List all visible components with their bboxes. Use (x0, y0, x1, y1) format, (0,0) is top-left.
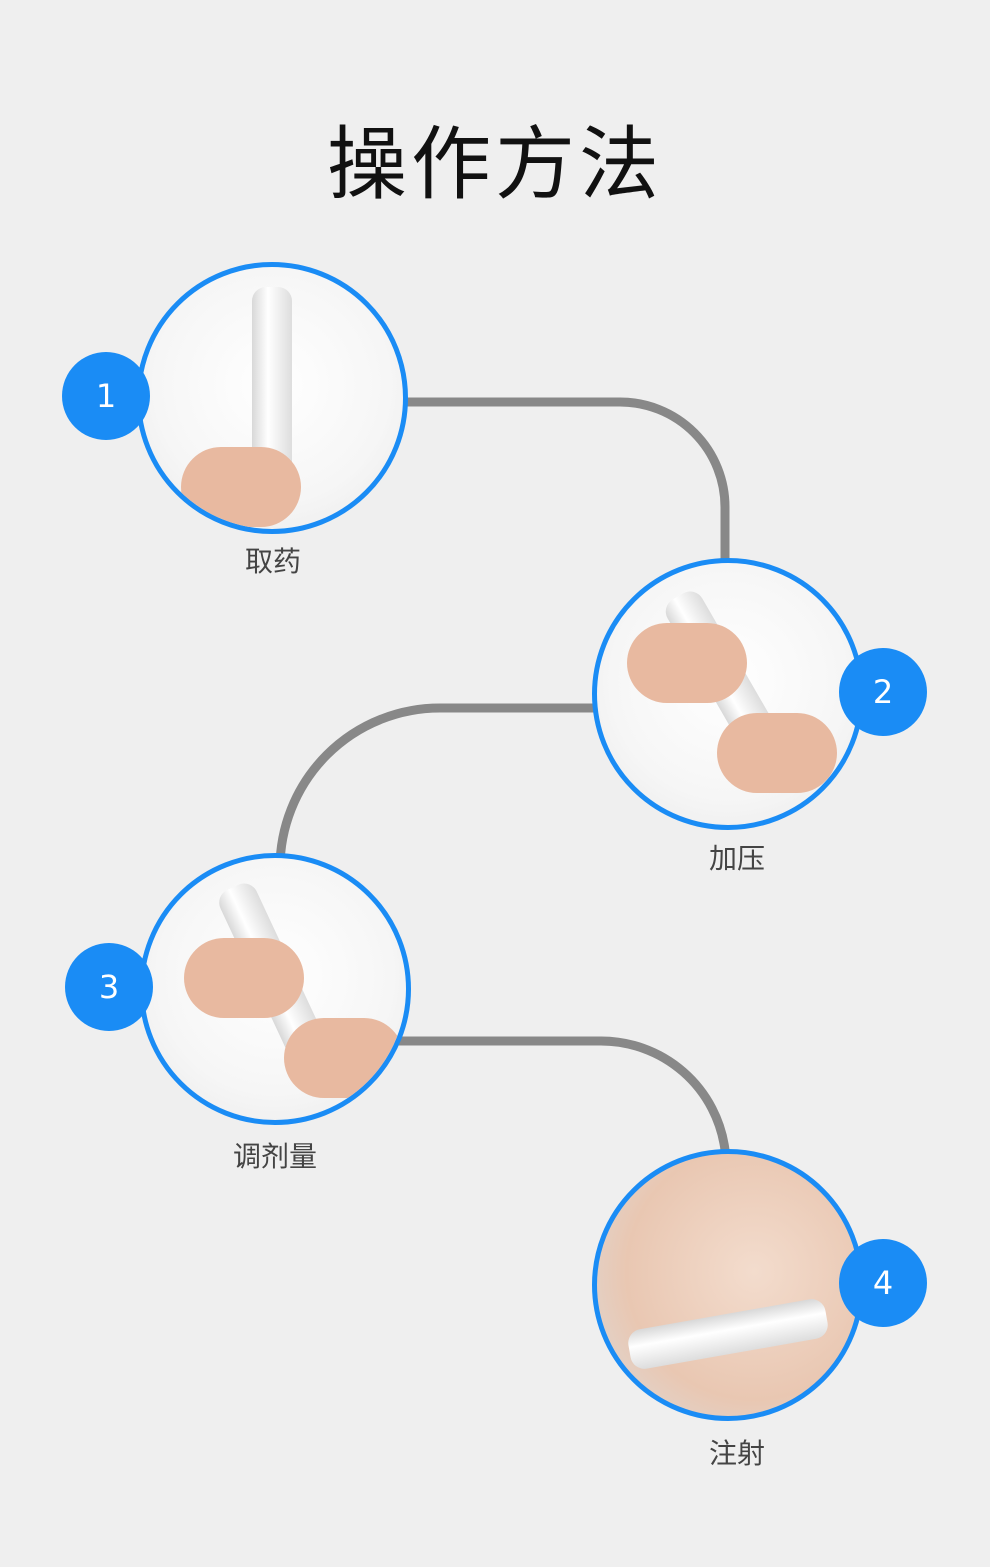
page-title: 操作方法 (327, 118, 663, 211)
step-1-badge: 1 (62, 352, 150, 440)
injector-pen-icon (626, 1296, 830, 1372)
step-2-badge: 2 (839, 648, 927, 736)
hand-image (181, 447, 301, 527)
step-1-label: 取药 (244, 545, 301, 578)
connector-3-4 (398, 1036, 730, 1151)
hand-image (627, 623, 747, 703)
hand-image (717, 713, 837, 793)
hand-image (284, 1018, 404, 1098)
connector-1-2 (405, 397, 730, 562)
step-3-badge: 3 (65, 943, 153, 1031)
step-4-image (592, 1149, 864, 1421)
step-2-image (592, 558, 864, 830)
connector-2-3 (275, 703, 595, 869)
step-1-image (136, 262, 408, 534)
step-3-label: 调剂量 (232, 1140, 317, 1173)
hand-image (184, 938, 304, 1018)
step-3-image (139, 853, 411, 1125)
step-2-label: 加压 (708, 842, 765, 875)
step-4-label: 注射 (708, 1437, 765, 1470)
step-4-badge: 4 (839, 1239, 927, 1327)
